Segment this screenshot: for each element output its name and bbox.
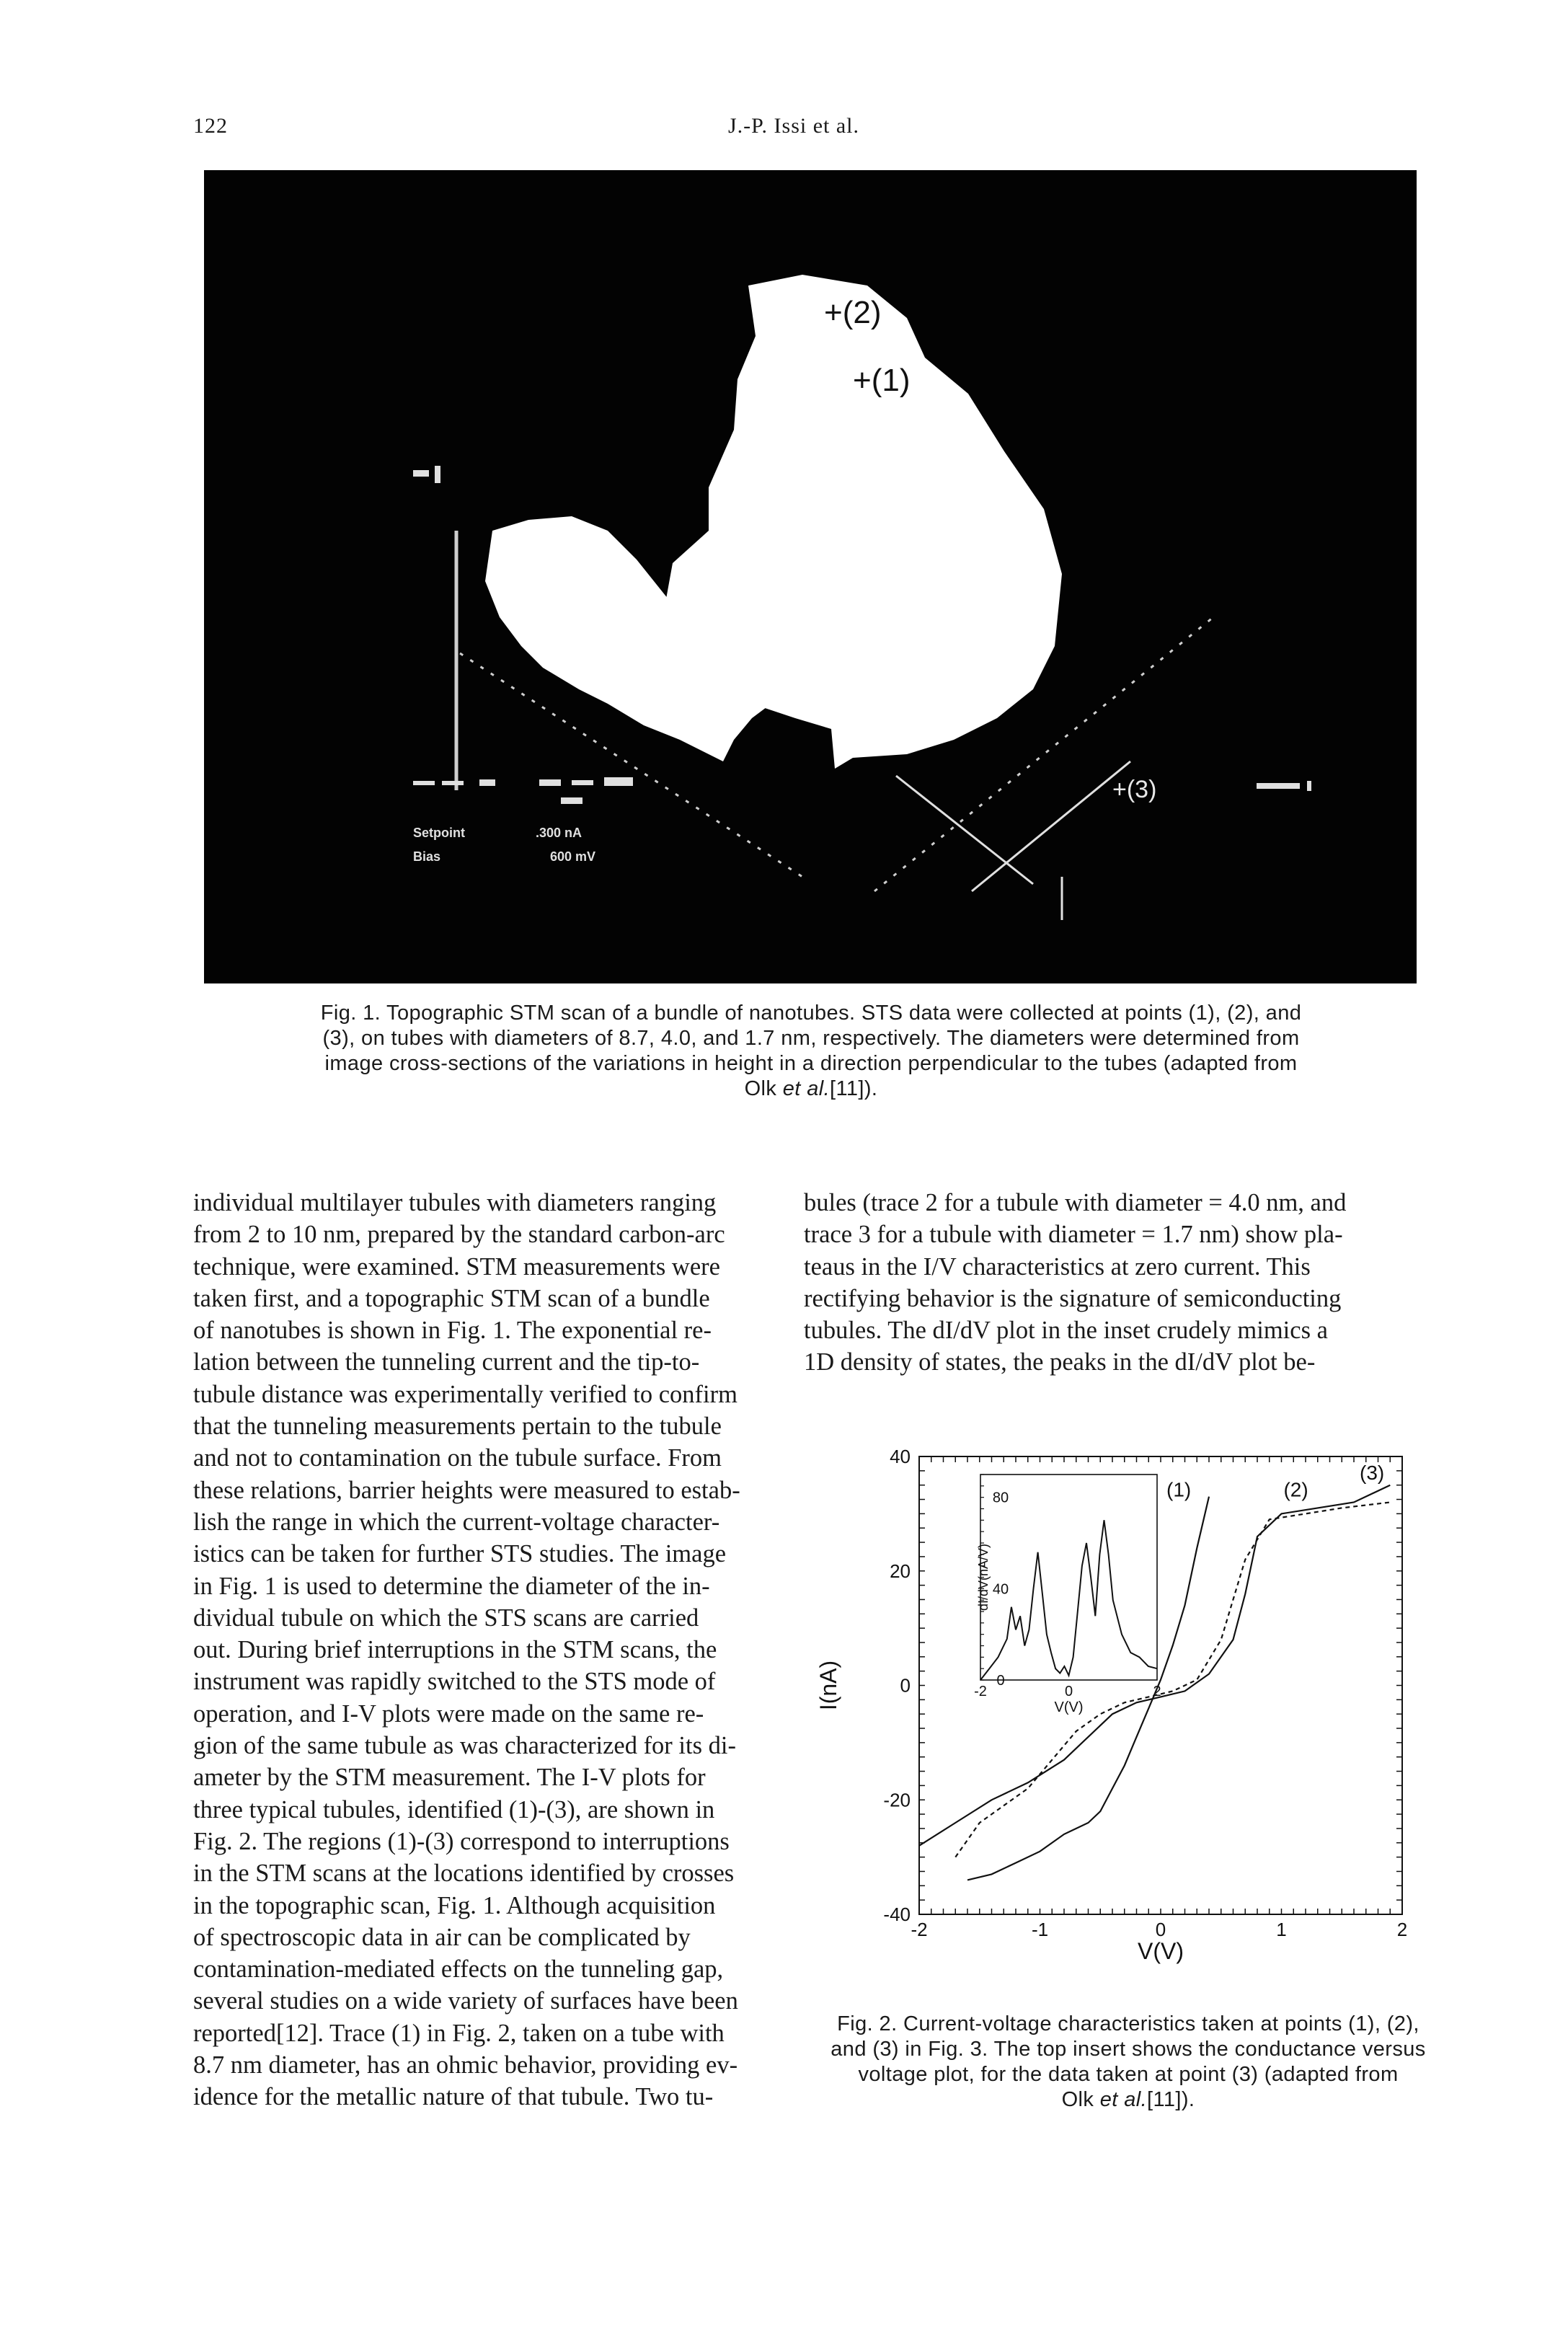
scan-frame-bottom-right	[971, 760, 1131, 893]
inset-y-tick-label: 40	[993, 1581, 1009, 1597]
stm-scan-figure: +(2) +(1) +(3) Setpoint Bias .300 nA 600…	[204, 170, 1417, 983]
text-line: rectifying behavior is the signature of …	[804, 1284, 1342, 1312]
text-line: taken first, and a topographic STM scan …	[193, 1284, 710, 1312]
x-tick-label: -2	[911, 1919, 927, 1940]
text-line: in the STM scans at the locations identi…	[193, 1860, 735, 1888]
caption-line: image cross-sections of the variations i…	[324, 1052, 1298, 1075]
inset-y-axis-label: dI/dV(nA/V)	[976, 1544, 991, 1611]
crossing-tube-stub	[651, 617, 723, 718]
text-line: of nanotubes is shown in Fig. 1. The exp…	[193, 1317, 712, 1345]
text-line: several studies on a wide variety of sur…	[193, 1987, 738, 2015]
text-line: operation, and I-V plots were made on th…	[193, 1699, 704, 1728]
scan-frame-bottom-left	[895, 774, 1034, 885]
text-line: in the topographic scan, Fig. 1. Althoug…	[193, 1891, 716, 1919]
marker-point-3: +(3)	[1112, 776, 1156, 803]
text-line: istics can be taken for further STS stud…	[193, 1540, 727, 1568]
text-line: individual multilayer tubules with diame…	[193, 1189, 717, 1216]
text-line: instrument was rapidly switched to the S…	[193, 1668, 716, 1696]
x-tick-label: 2	[1397, 1919, 1407, 1940]
series-3-line	[954, 1501, 1391, 1858]
x-axis-label: V(V)	[1138, 1938, 1184, 1964]
text-line: these relations, barrier heights were me…	[193, 1476, 740, 1504]
x-tick-label: -1	[1032, 1919, 1048, 1940]
figure1-caption: Fig. 1. Topographic STM scan of a bundle…	[278, 1001, 1345, 1102]
y-tick-label: -40	[883, 1904, 911, 1925]
text-line: lish the range in which the current-volt…	[193, 1508, 720, 1536]
text-line: from 2 to 10 nm, prepared by the standar…	[193, 1221, 725, 1249]
text-line: tubules. The dI/dV plot in the inset cru…	[804, 1317, 1328, 1345]
y-tick-label: 40	[890, 1446, 911, 1467]
y-tick-label: 20	[890, 1560, 911, 1582]
inset-x-axis-label: V(V)	[1055, 1699, 1084, 1715]
y-tick-label: 0	[900, 1675, 911, 1697]
y-axis-label: I(nA)	[815, 1661, 841, 1710]
caption-line: voltage plot, for the data taken at poin…	[858, 2063, 1399, 2086]
caption-line-last: Olk et al.[11]).	[744, 1077, 878, 1100]
y-tick-label: -20	[883, 1789, 911, 1811]
text-line: bules (trace 2 for a tubule with diamete…	[804, 1189, 1347, 1216]
x-tick-label: 1	[1276, 1919, 1286, 1940]
inset-y-tick-label: 0	[996, 1673, 1004, 1689]
caption-line: (3), on tubes with diameters of 8.7, 4.0…	[322, 1027, 1300, 1050]
series-label: (2)	[1283, 1479, 1308, 1501]
series-2-line	[918, 1484, 1391, 1847]
text-line: reported[12]. Trace (1) in Fig. 2, taken…	[193, 2019, 725, 2047]
series-label: (1)	[1166, 1479, 1191, 1501]
text-line: gion of the same tubule as was character…	[193, 1732, 736, 1760]
text-line: contamination-mediated effects on the tu…	[193, 1955, 724, 1984]
overlay-readout-marks	[413, 466, 1311, 804]
inset-x-tick-label: 0	[1065, 1684, 1073, 1699]
text-line: trace 3 for a tubule with diameter = 1.7…	[804, 1221, 1343, 1249]
text-line: technique, were examined. STM measuremen…	[193, 1252, 720, 1281]
text-line: tubule distance was experimentally verif…	[193, 1380, 738, 1408]
marker-point-1: +(1)	[853, 363, 910, 398]
series-label: (3)	[1360, 1462, 1384, 1484]
inset-x-tick-label: -2	[974, 1684, 987, 1699]
text-line: 1D density of states, the peaks in the d…	[804, 1348, 1316, 1376]
text-line: idence for the metallic nature of that t…	[193, 2083, 714, 2111]
stm-scan-image: +(2) +(1) +(3) Setpoint Bias .300 nA 600…	[204, 170, 1417, 983]
text-line: in Fig. 1 is used to determine the diame…	[193, 1572, 710, 1600]
caption-line: Fig. 1. Topographic STM scan of a bundle…	[320, 1002, 1302, 1025]
nanotube-bundle-shape	[665, 275, 1062, 769]
text-line: Fig. 2. The regions (1)-(3) correspond t…	[193, 1827, 730, 1855]
text-line: out. During brief interruptions in the S…	[193, 1636, 717, 1664]
text-line: and not to contamination on the tubule s…	[193, 1444, 722, 1472]
text-line: ameter by the STM measurement. The I-V p…	[193, 1764, 706, 1792]
page-number: 122	[193, 114, 228, 138]
inset-x-tick-label: 2	[1153, 1684, 1161, 1699]
x-tick-label: 0	[1156, 1919, 1166, 1940]
body-column-left: individual multilayer tubules with diame…	[193, 1187, 799, 2113]
text-line: that the tunneling measurements pertain …	[193, 1412, 722, 1441]
setpoint-label: Setpoint	[413, 826, 465, 840]
caption-line: and (3) in Fig. 3. The top insert shows …	[830, 2038, 1426, 2061]
text-line: three typical tubules, identified (1)-(3…	[193, 1795, 715, 1823]
figure2-caption: Fig. 2. Current-voltage characteristics …	[829, 2012, 1427, 2113]
setpoint-value: .300 nA	[536, 826, 582, 840]
caption-line: Fig. 2. Current-voltage characteristics …	[837, 2012, 1419, 2035]
bias-label: Bias	[413, 849, 440, 864]
inset-y-tick-label: 80	[993, 1490, 1009, 1506]
marker-point-2: +(2)	[824, 295, 881, 330]
running-head: J.-P. Issi et al.	[728, 114, 859, 138]
inset-series-line	[980, 1520, 1158, 1681]
bias-value: 600 mV	[550, 849, 595, 864]
series-1-line	[967, 1496, 1210, 1881]
text-line: teaus in the I/V characteristics at zero…	[804, 1252, 1311, 1281]
text-line: lation between the tunneling current and…	[193, 1348, 700, 1376]
caption-line-last: Olk et al.[11]).	[1061, 2088, 1195, 2111]
text-line: of spectroscopic data in air can be comp…	[193, 1923, 691, 1951]
text-line: dividual tubule on which the STS scans a…	[193, 1604, 699, 1632]
text-line: 8.7 nm diameter, has an ohmic behavior, …	[193, 2051, 738, 2079]
body-column-right: bules (trace 2 for a tubule with diamete…	[804, 1187, 1409, 1379]
